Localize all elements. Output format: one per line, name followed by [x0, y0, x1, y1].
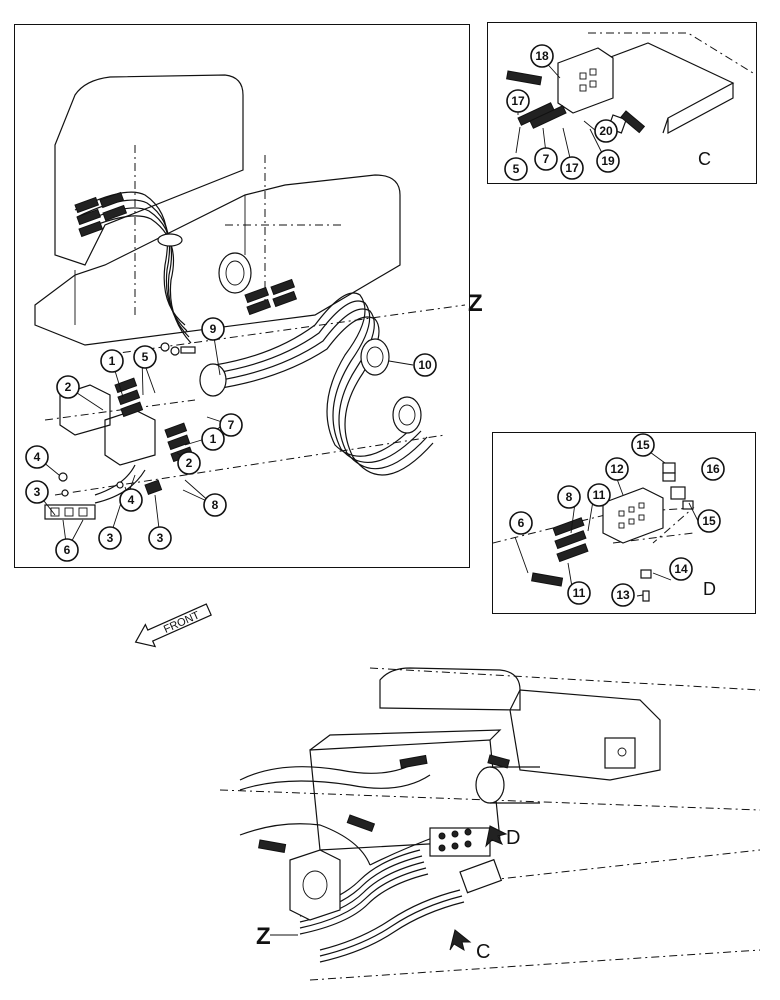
callout-3c: 3	[148, 526, 172, 550]
svg-text:10: 10	[418, 358, 432, 372]
callout-1a: 1	[100, 349, 124, 373]
svg-text:14: 14	[674, 562, 688, 576]
zone-z-label: Z	[468, 290, 483, 317]
svg-text:18: 18	[535, 49, 549, 63]
arrow-to-c	[449, 929, 472, 952]
overview-drawing: Z C D	[160, 650, 760, 990]
svg-text:19: 19	[601, 154, 615, 168]
detail-c-drawing: 18 17 5 7 17 20 19 C	[504, 32, 754, 181]
detail-d-callout-11b: 11	[567, 581, 591, 605]
svg-text:15: 15	[636, 438, 650, 452]
svg-text:4: 4	[34, 450, 41, 464]
callout-9: 9	[201, 317, 225, 341]
svg-text:1: 1	[109, 354, 116, 368]
detail-d-callout-15a: 15	[631, 433, 655, 457]
svg-text:20: 20	[599, 124, 613, 138]
detail-c-callout-19: 19	[596, 149, 620, 173]
detail-d-label: D	[703, 579, 716, 599]
main-exploded-view: 1 1 2 2 3 3 3 4 4 5 6 7 8 9 10	[14, 24, 470, 568]
svg-text:11: 11	[573, 586, 586, 600]
front-direction-arrow: FRONT	[126, 598, 222, 652]
detail-d-callout-12: 12	[605, 457, 629, 481]
detail-c-label: C	[698, 149, 711, 169]
detail-d-callout-15b: 15	[697, 509, 721, 533]
detail-d-callout-16: 16	[701, 457, 725, 481]
main-view-drawing: 1 1 2 2 3 3 3 4 4 5 6 7 8 9 10	[25, 74, 466, 562]
front-label: FRONT	[162, 609, 202, 635]
svg-text:13: 13	[616, 588, 630, 602]
svg-text:12: 12	[610, 462, 624, 476]
overview-z-label: Z	[256, 923, 271, 950]
svg-text:6: 6	[64, 543, 71, 557]
detail-d-callout-8: 8	[557, 485, 581, 509]
svg-text:5: 5	[513, 162, 520, 176]
callout-5: 5	[133, 345, 157, 369]
detail-c-callout-17b: 17	[560, 156, 584, 180]
detail-c-callout-17a: 17	[506, 89, 530, 113]
overview-c-label: C	[476, 941, 490, 963]
callout-2a: 2	[56, 375, 80, 399]
svg-text:3: 3	[157, 531, 164, 545]
detail-c-callout-7: 7	[534, 147, 558, 171]
detail-c-callout-20: 20	[594, 119, 618, 143]
svg-text:15: 15	[702, 514, 716, 528]
svg-text:2: 2	[186, 456, 193, 470]
callout-2b: 2	[177, 451, 201, 475]
callout-6: 6	[55, 538, 79, 562]
svg-text:17: 17	[511, 94, 525, 108]
svg-text:16: 16	[706, 462, 720, 476]
detail-c-callout-18: 18	[530, 44, 554, 68]
callout-7: 7	[219, 413, 243, 437]
detail-d-callout-6: 6	[509, 511, 533, 535]
svg-text:8: 8	[566, 490, 573, 504]
svg-text:7: 7	[543, 152, 550, 166]
detail-d-callout-13: 13	[611, 583, 635, 607]
detail-c-callout-5: 5	[504, 157, 528, 181]
callout-3b: 3	[98, 526, 122, 550]
arrow-to-d	[485, 825, 508, 848]
callout-4a: 4	[25, 445, 49, 469]
svg-text:2: 2	[65, 380, 72, 394]
callout-4b: 4	[119, 488, 143, 512]
svg-text:6: 6	[518, 516, 525, 530]
svg-text:5: 5	[142, 350, 149, 364]
callout-1b: 1	[201, 427, 225, 451]
svg-text:11: 11	[593, 488, 606, 502]
svg-text:4: 4	[128, 493, 135, 507]
svg-text:1: 1	[210, 432, 217, 446]
detail-d-view: 15 12 16 8 11 6 15 11 14 13 D	[492, 432, 756, 614]
callout-3a: 3	[25, 480, 49, 504]
detail-d-drawing: 15 12 16 8 11 6 15 11 14 13 D	[493, 433, 725, 607]
svg-text:7: 7	[228, 418, 235, 432]
callout-8: 8	[203, 493, 227, 517]
svg-text:3: 3	[107, 531, 114, 545]
detail-d-callout-14: 14	[669, 557, 693, 581]
svg-text:8: 8	[212, 498, 219, 512]
overview-d-label: D	[506, 827, 520, 849]
callout-10: 10	[413, 353, 437, 377]
lower-valve-assembly	[44, 377, 194, 520]
fitting-cluster-middle	[244, 278, 298, 316]
svg-text:3: 3	[34, 485, 41, 499]
detail-c-view: 18 17 5 7 17 20 19 C	[487, 22, 757, 184]
svg-text:9: 9	[210, 322, 217, 336]
svg-text:17: 17	[565, 161, 579, 175]
detail-d-callout-11a: 11	[587, 483, 611, 507]
fitting-cluster-upper-left	[74, 191, 128, 238]
